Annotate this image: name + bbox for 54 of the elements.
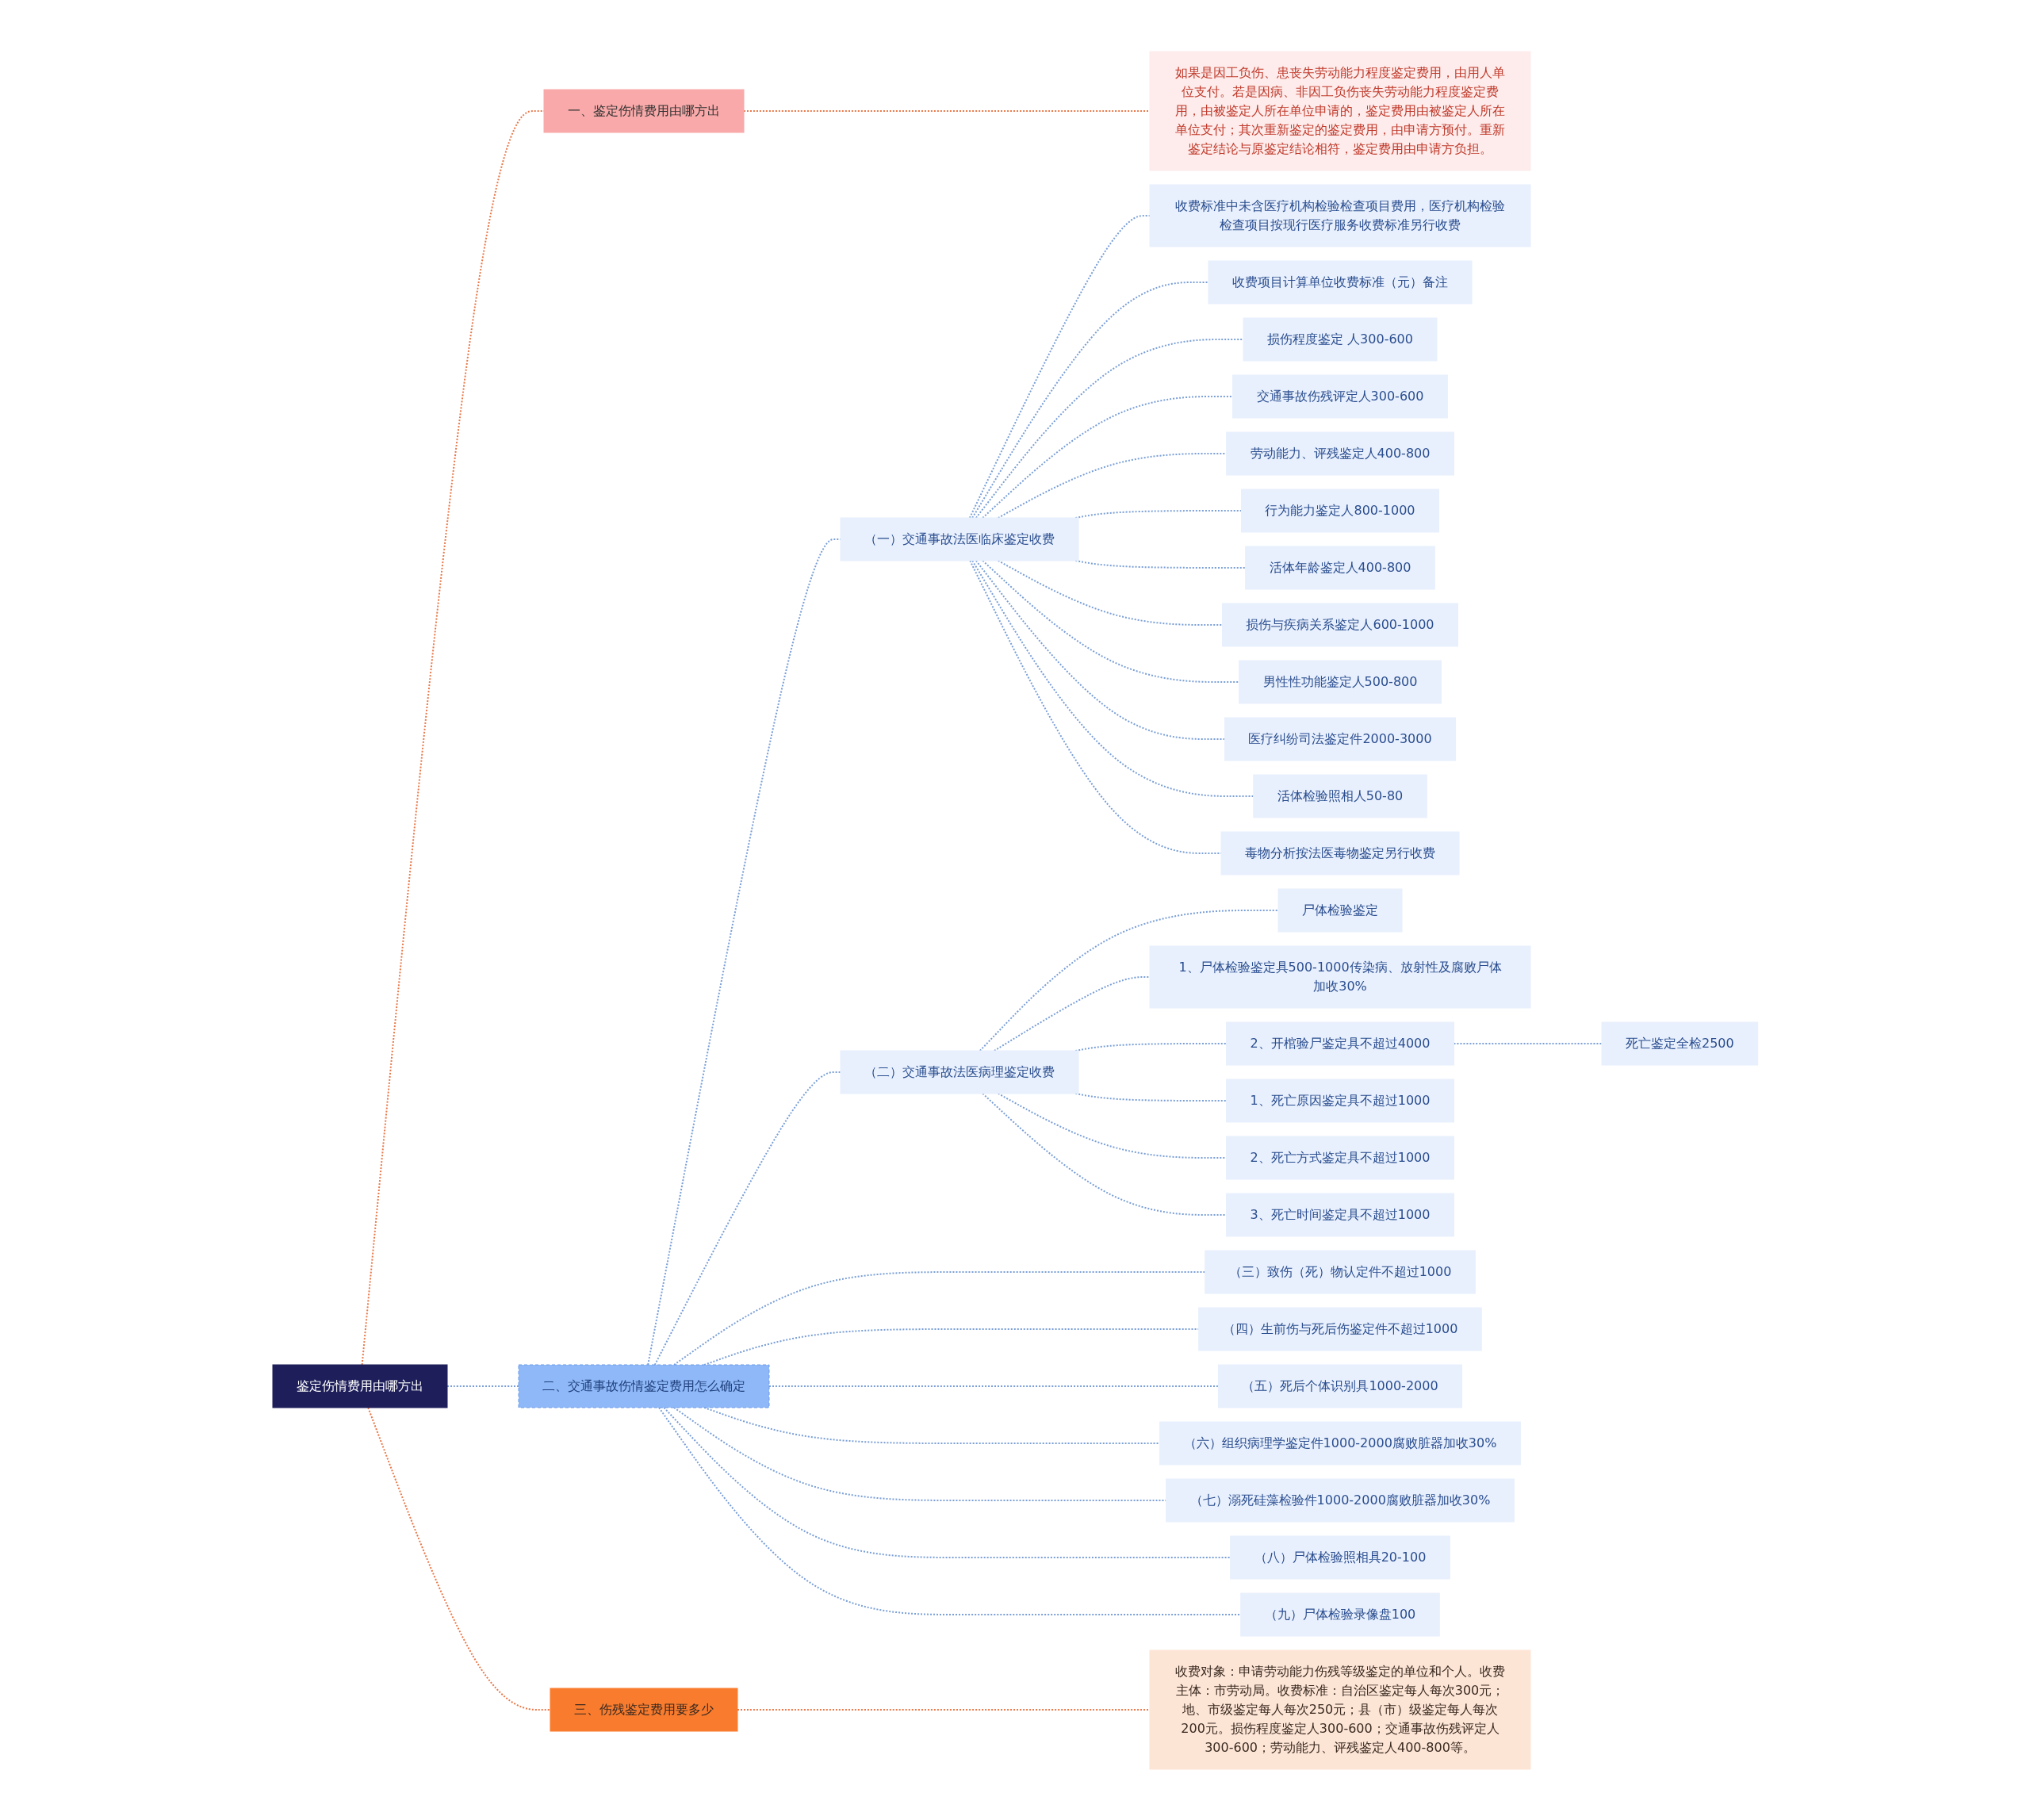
node-box bbox=[840, 517, 1079, 561]
connector bbox=[981, 1092, 1228, 1216]
node-box bbox=[1239, 1592, 1440, 1636]
node-box bbox=[840, 1050, 1079, 1094]
connector bbox=[979, 909, 1279, 1052]
connector bbox=[981, 559, 1240, 683]
node-box bbox=[1225, 1136, 1454, 1179]
connector bbox=[703, 1406, 1161, 1444]
node-box bbox=[1217, 1364, 1462, 1408]
connector bbox=[657, 1406, 1242, 1615]
node-box bbox=[1224, 717, 1456, 761]
node-box bbox=[1197, 1307, 1482, 1351]
node-box bbox=[1277, 888, 1403, 932]
node-box bbox=[1229, 1535, 1450, 1579]
node-box bbox=[1208, 260, 1473, 304]
node-box bbox=[1601, 1021, 1758, 1065]
connector bbox=[1453, 1042, 1603, 1044]
connector bbox=[768, 1385, 1220, 1387]
connector bbox=[653, 1071, 841, 1366]
node-box bbox=[1149, 184, 1531, 247]
node-box bbox=[1159, 1421, 1521, 1465]
node-box bbox=[272, 1364, 448, 1408]
node-box bbox=[1225, 1021, 1454, 1065]
connector bbox=[663, 1406, 1231, 1558]
node-box bbox=[1225, 1193, 1454, 1236]
node-box bbox=[1240, 489, 1439, 532]
node-box bbox=[1225, 431, 1454, 475]
node-box bbox=[1231, 374, 1448, 418]
connector bbox=[742, 109, 1151, 112]
node-box bbox=[1204, 1250, 1476, 1293]
connector bbox=[997, 1092, 1228, 1159]
connector bbox=[971, 559, 1254, 797]
node-box bbox=[1149, 51, 1531, 171]
node-box bbox=[1220, 831, 1460, 875]
connector bbox=[975, 559, 1226, 740]
node-box bbox=[1149, 1649, 1531, 1769]
node-box bbox=[1165, 1478, 1515, 1522]
connector bbox=[366, 1406, 551, 1711]
node-box bbox=[543, 89, 745, 132]
node-box bbox=[1252, 774, 1427, 818]
node-box bbox=[1149, 945, 1531, 1008]
node-box bbox=[1238, 660, 1442, 703]
connector bbox=[975, 338, 1244, 519]
node-box bbox=[1243, 317, 1438, 361]
connector bbox=[971, 281, 1209, 519]
node-box bbox=[1225, 1079, 1454, 1122]
connector bbox=[968, 559, 1222, 854]
connector bbox=[736, 1708, 1151, 1711]
node-box bbox=[550, 1688, 738, 1731]
connector bbox=[997, 559, 1224, 626]
node-box bbox=[518, 1364, 770, 1408]
node-box bbox=[1244, 546, 1435, 589]
node-box bbox=[1221, 603, 1458, 646]
connector bbox=[646, 538, 841, 1366]
